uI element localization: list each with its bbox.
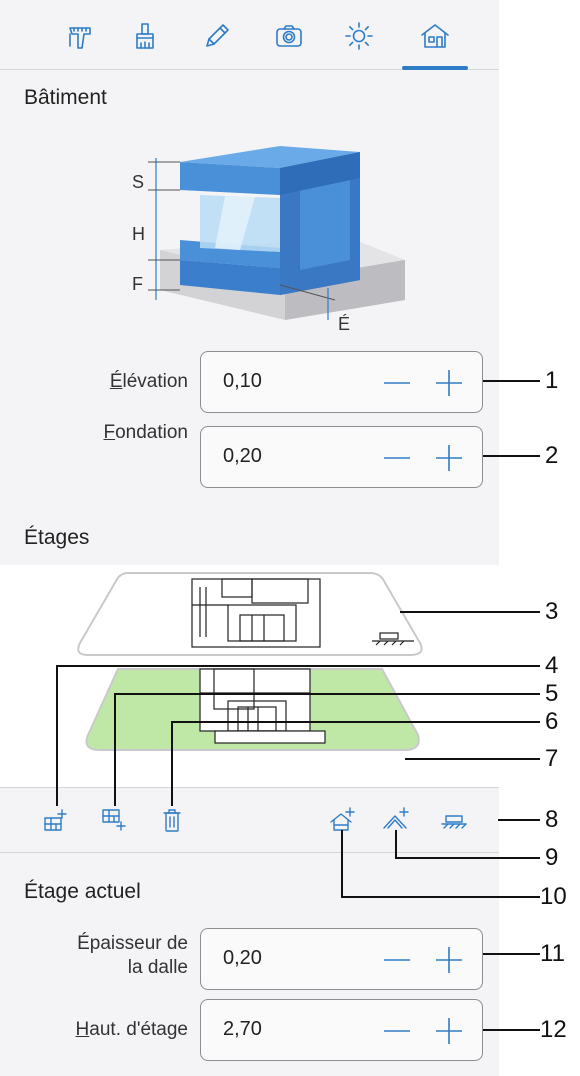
callout-8: 8: [545, 806, 559, 833]
floor-height-value[interactable]: 2,70: [223, 1018, 262, 1040]
plus-icon[interactable]: [429, 940, 469, 980]
caliper-icon[interactable]: [58, 14, 102, 58]
add-floor-below-icon[interactable]: [94, 800, 134, 840]
callout-1: 1: [545, 367, 559, 394]
building-section-title: Bâtiment: [24, 86, 107, 109]
floor-lower-plan: [199, 668, 326, 744]
callout-3: 3: [545, 598, 559, 625]
add-level-house-icon[interactable]: [322, 800, 362, 840]
callout-4: 4: [545, 652, 559, 679]
floor-upper-plan: [191, 578, 321, 648]
ground-symbol-icon: [372, 632, 414, 646]
minus-icon[interactable]: [377, 940, 417, 980]
current-floor-section-title: Étage actuel: [24, 880, 141, 903]
floor-height-stepper[interactable]: 2,70: [200, 999, 483, 1061]
add-roof-icon[interactable]: [376, 800, 416, 840]
callout-9: 9: [545, 844, 559, 871]
camera-icon[interactable]: [267, 14, 311, 58]
brush-icon[interactable]: [123, 14, 167, 58]
foundation-value[interactable]: 0,20: [223, 445, 262, 467]
callout-10: 10: [540, 883, 567, 910]
ground-level-icon[interactable]: [434, 800, 474, 840]
dim-label-h: H: [132, 224, 145, 244]
foundation-label: Fondation: [103, 422, 188, 443]
dim-label-f: F: [132, 274, 143, 294]
plus-icon[interactable]: [429, 363, 469, 403]
dim-label-s: S: [132, 172, 144, 192]
sun-icon[interactable]: [337, 14, 381, 58]
dim-label-e: É: [338, 314, 350, 334]
elevation-value[interactable]: 0,10: [223, 370, 262, 392]
minus-icon[interactable]: [377, 1011, 417, 1051]
pencil-icon[interactable]: [195, 14, 239, 58]
callout-7: 7: [545, 745, 559, 772]
top-toolbar: [0, 0, 499, 70]
elevation-stepper[interactable]: 0,10: [200, 351, 483, 413]
callout-12: 12: [540, 1016, 567, 1043]
floors-toolbar: [0, 787, 499, 853]
building-panel: Bâtiment S H F É Élévation 0,10: [0, 0, 499, 1076]
floor-height-label: Haut. d'étage: [75, 1019, 188, 1040]
callout-5: 5: [545, 680, 559, 707]
callout-11: 11: [540, 940, 565, 967]
building-diagram: S H F É: [132, 146, 405, 334]
elevation-label: Élévation: [109, 371, 188, 392]
minus-icon[interactable]: [377, 438, 417, 478]
callout-2: 2: [545, 442, 559, 469]
add-floor-above-icon[interactable]: [36, 800, 76, 840]
plus-icon[interactable]: [429, 438, 469, 478]
foundation-stepper[interactable]: 0,20: [200, 426, 483, 488]
selected-tab-indicator: [402, 66, 468, 70]
slab-thickness-stepper[interactable]: 0,20: [200, 928, 483, 990]
slab-thickness-label: Épaisseur de la dalle: [77, 933, 188, 978]
slab-thickness-value[interactable]: 0,20: [223, 947, 262, 969]
minus-icon[interactable]: [377, 363, 417, 403]
house-icon[interactable]: [413, 14, 457, 58]
floors-view[interactable]: [0, 565, 499, 787]
callout-6: 6: [545, 708, 559, 735]
trash-icon[interactable]: [152, 800, 192, 840]
floors-section-title: Étages: [24, 526, 90, 549]
plus-icon[interactable]: [429, 1011, 469, 1051]
